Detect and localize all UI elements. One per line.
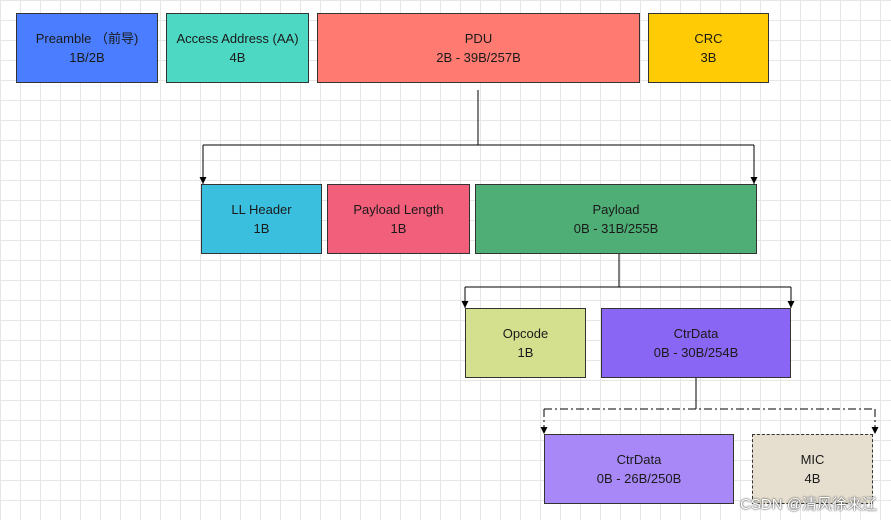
preamble-label: Preamble （前导) [35, 31, 139, 46]
ll-header-size: 1B [253, 221, 270, 236]
watermark: CSDN @清风徐来辽 [740, 496, 877, 513]
ctrdata-inner-size: 0B - 26B/250B [596, 471, 682, 486]
payload-label: Payload [592, 202, 640, 217]
payload-box: Payload 0B - 31B/255B [475, 184, 757, 254]
opcode-box: Opcode 1B [465, 308, 586, 378]
payload-length-label: Payload Length [353, 202, 444, 217]
access-address-size: 4B [229, 50, 246, 65]
pdu-label: PDU [464, 31, 493, 46]
ctrdata-label: CtrData [673, 326, 719, 341]
opcode-size: 1B [517, 345, 534, 360]
mic-label: MIC [800, 452, 825, 467]
crc-size: 3B [700, 50, 717, 65]
crc-label: CRC [694, 31, 723, 46]
payload-length-box: Payload Length 1B [327, 184, 470, 254]
opcode-label: Opcode [502, 326, 549, 341]
crc-box: CRC 3B [648, 13, 769, 83]
preamble-box: Preamble （前导) 1B/2B [16, 13, 158, 83]
ctrdata-size: 0B - 30B/254B [653, 345, 739, 360]
access-address-label: Access Address (AA) [176, 31, 299, 46]
access-address-box: Access Address (AA) 4B [166, 13, 309, 83]
pdu-box: PDU 2B - 39B/257B [317, 13, 640, 83]
ll-header-box: LL Header 1B [201, 184, 322, 254]
payload-length-size: 1B [390, 221, 407, 236]
pdu-connector [199, 90, 758, 184]
ctrdata-connector [540, 378, 879, 434]
payload-connector [461, 254, 795, 308]
ll-header-label: LL Header [231, 202, 292, 217]
mic-box: MIC 4B [752, 434, 873, 504]
pdu-size: 2B - 39B/257B [436, 50, 521, 65]
payload-size: 0B - 31B/255B [573, 221, 659, 236]
ctrdata-box: CtrData 0B - 30B/254B [601, 308, 791, 378]
ctrdata-inner-box: CtrData 0B - 26B/250B [544, 434, 734, 504]
mic-size: 4B [804, 471, 821, 486]
ctrdata-inner-label: CtrData [616, 452, 662, 467]
preamble-size: 1B/2B [69, 50, 105, 65]
